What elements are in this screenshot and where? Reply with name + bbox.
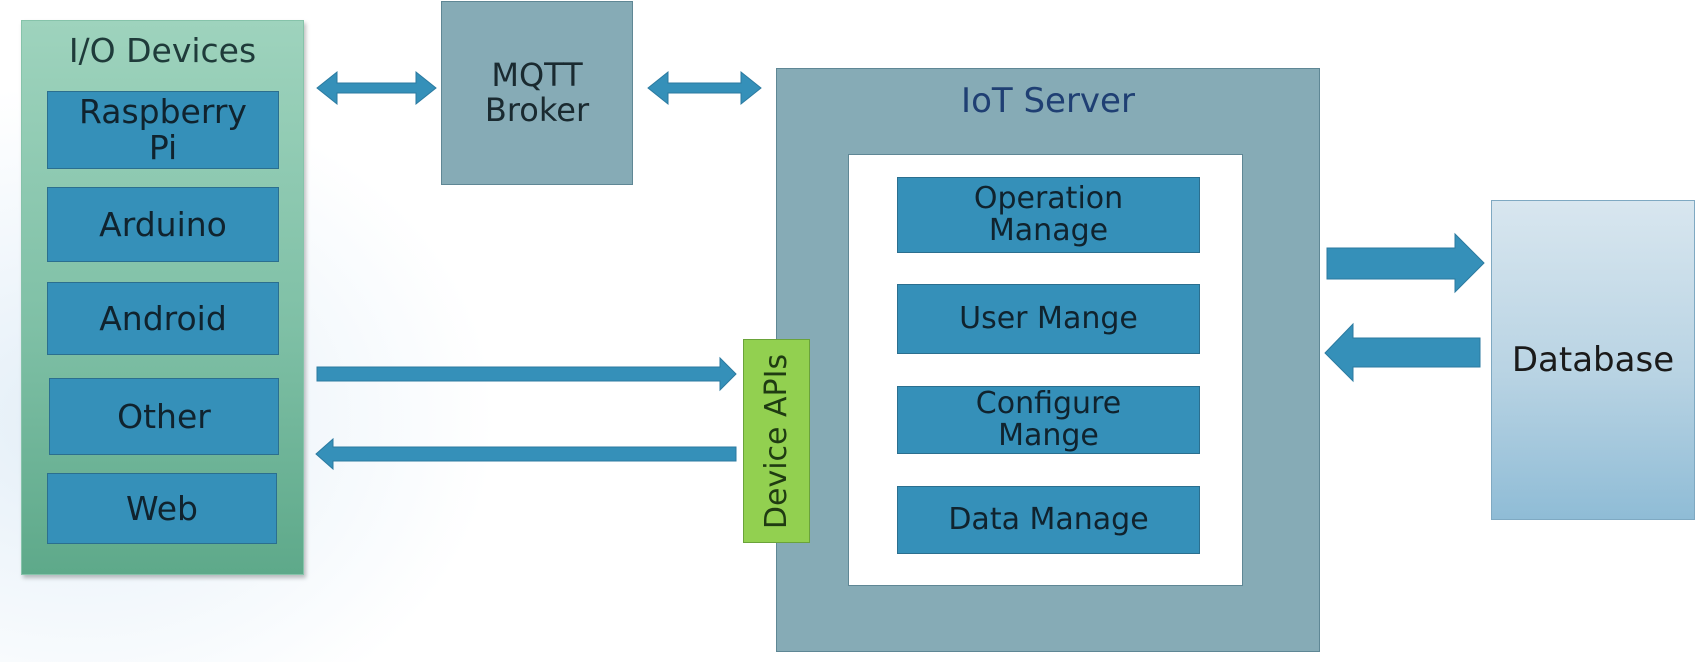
device-other: Other xyxy=(49,378,279,455)
io-devices-panel: I/O Devices Raspberry Pi Arduino Android… xyxy=(21,20,304,575)
device-raspberry-pi: Raspberry Pi xyxy=(47,91,279,169)
mqtt-broker-label: MQTT Broker xyxy=(484,56,590,129)
module-label: Configure Mange xyxy=(975,385,1122,453)
module-configure-mange: Configure Mange xyxy=(897,386,1200,454)
double-arrow-mqtt-server xyxy=(647,70,762,106)
device-label: Android xyxy=(99,298,227,338)
module-label: Operation Manage xyxy=(973,180,1124,248)
module-user-mange: User Mange xyxy=(897,284,1200,354)
arrow-io-to-device-apis xyxy=(316,356,737,392)
module-data-manage: Data Manage xyxy=(897,486,1200,554)
mqtt-broker-box: MQTT Broker xyxy=(441,1,633,185)
database-box: Database xyxy=(1491,200,1695,520)
device-label: Raspberry Pi xyxy=(79,92,247,167)
module-label: Data Manage xyxy=(948,501,1149,537)
io-devices-title: I/O Devices xyxy=(68,31,257,70)
module-operation-manage: Operation Manage xyxy=(897,177,1200,253)
server-modules-container: Operation Manage User Mange Configure Ma… xyxy=(848,154,1243,586)
device-apis-box: Device APIs xyxy=(743,339,810,543)
module-label: User Mange xyxy=(959,300,1138,336)
device-label: Other xyxy=(117,396,211,436)
device-label: Arduino xyxy=(99,204,227,244)
device-android: Android xyxy=(47,282,279,355)
device-arduino: Arduino xyxy=(47,187,279,262)
arrow-device-apis-to-io-body xyxy=(315,437,737,471)
device-web: Web xyxy=(47,473,277,544)
database-label: Database xyxy=(1511,339,1675,380)
iot-server-box: IoT Server Operation Manage User Mange C… xyxy=(776,68,1320,652)
device-label: Web xyxy=(126,488,198,528)
arrow-server-to-database xyxy=(1326,232,1485,294)
double-arrow-io-mqtt xyxy=(316,70,437,106)
arrow-database-to-server xyxy=(1324,322,1481,383)
iot-server-title: IoT Server xyxy=(961,81,1135,121)
